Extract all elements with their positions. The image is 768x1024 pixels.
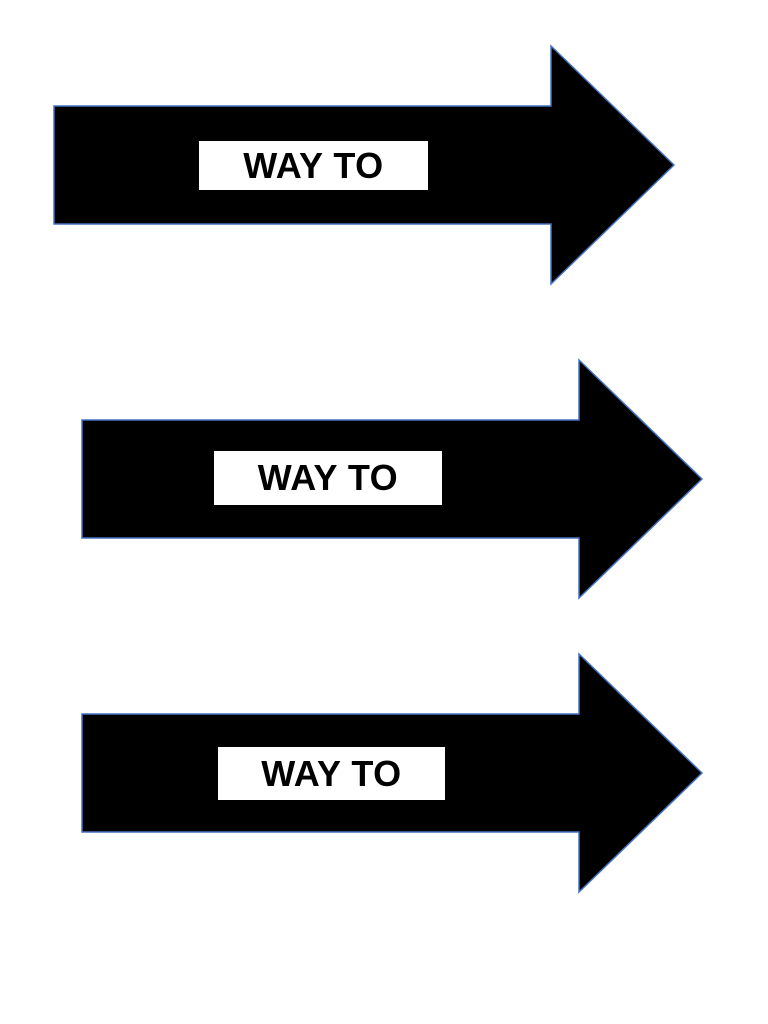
arrow-label-text: WAY TO [261, 752, 402, 794]
arrow-sign-2: WAY TO [81, 358, 704, 600]
arrow-label-box: WAY TO [218, 747, 445, 800]
arrow-label-text: WAY TO [257, 457, 399, 498]
arrow-label-box: WAY TO [214, 451, 442, 505]
arrow-label-text: WAY TO [243, 144, 384, 186]
arrow-label-box: WAY TO [199, 141, 428, 190]
arrow-sign-3: WAY TO [81, 652, 704, 894]
arrow-sign-1: WAY TO [53, 44, 676, 286]
